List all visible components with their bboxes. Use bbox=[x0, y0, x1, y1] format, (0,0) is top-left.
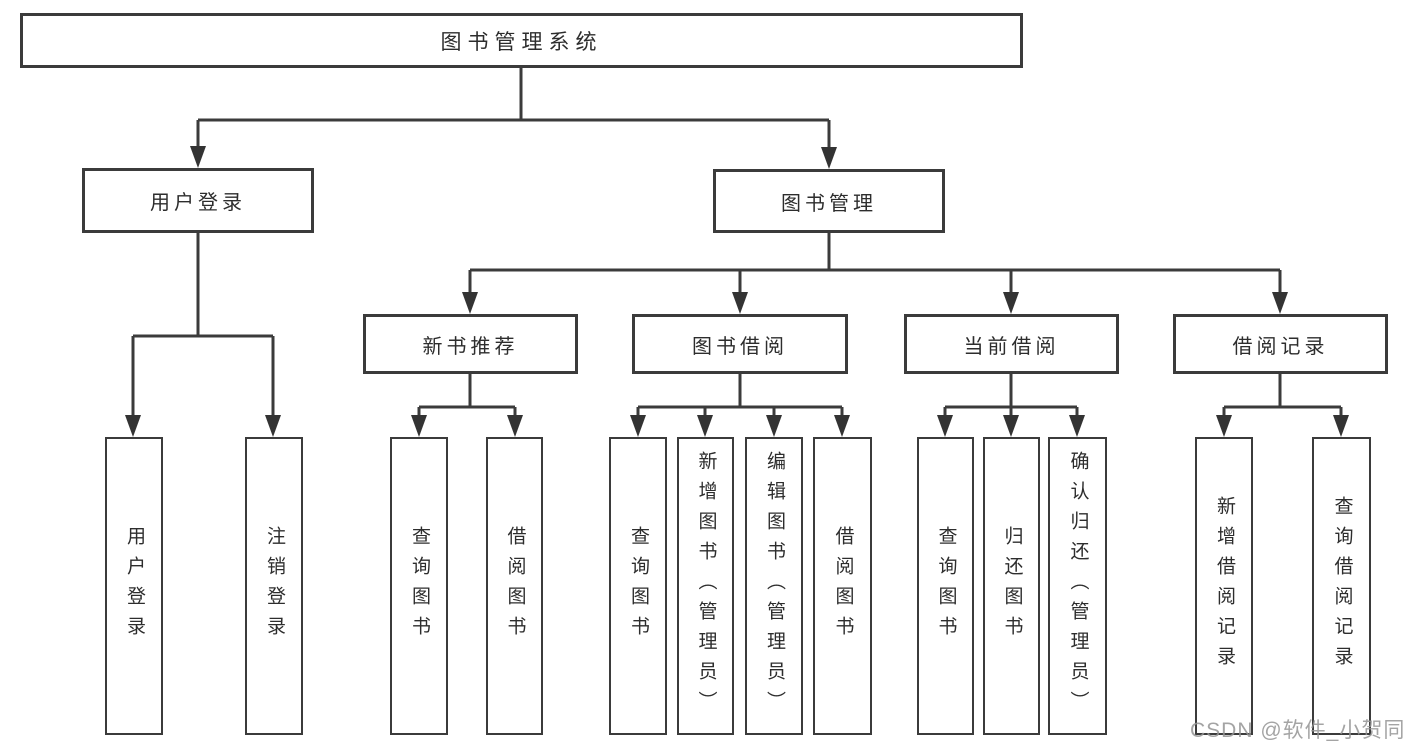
leaf-return-books: 归还图书 bbox=[983, 437, 1040, 735]
node-borrow-records: 借阅记录 bbox=[1173, 314, 1388, 374]
leaf-query-borrow-record: 查询借阅记录 bbox=[1312, 437, 1371, 735]
node-label: 借阅图书 bbox=[832, 526, 854, 646]
connector-user-login-branch bbox=[131, 233, 275, 416]
leaf-borrow-books-1: 借阅图书 bbox=[486, 437, 543, 735]
node-book-management: 图书管理 bbox=[713, 169, 945, 233]
node-label: 用户登录 bbox=[150, 192, 246, 214]
node-book-borrow: 图书借阅 bbox=[632, 314, 848, 374]
node-label: 查询借阅记录 bbox=[1331, 496, 1353, 676]
node-label: 查询图书 bbox=[627, 526, 649, 646]
node-user-login: 用户登录 bbox=[82, 168, 314, 233]
node-new-book-recommend: 新书推荐 bbox=[363, 314, 578, 374]
leaf-edit-books-admin: 编辑图书（管理员） bbox=[745, 437, 803, 735]
node-label: 归还图书 bbox=[1001, 526, 1023, 646]
node-label: 用户登录 bbox=[123, 526, 145, 646]
connector-root-to-level2 bbox=[196, 67, 831, 148]
connector-borrow-records bbox=[1222, 374, 1343, 416]
leaf-query-books-3: 查询图书 bbox=[917, 437, 974, 735]
leaf-borrow-books-2: 借阅图书 bbox=[813, 437, 872, 735]
connector-book-management-branch bbox=[468, 233, 1282, 293]
connector-new-book-recommend bbox=[417, 374, 517, 416]
leaf-query-books-2: 查询图书 bbox=[609, 437, 667, 735]
node-label: 新书推荐 bbox=[422, 335, 519, 358]
leaf-confirm-return-admin: 确认归还（管理员） bbox=[1048, 437, 1107, 735]
leaf-user-login: 用户登录 bbox=[105, 437, 163, 735]
node-label: 确认归还（管理员） bbox=[1067, 451, 1089, 721]
leaf-query-books-1: 查询图书 bbox=[390, 437, 448, 735]
node-label: 新增图书（管理员） bbox=[695, 451, 717, 721]
node-label: 编辑图书（管理员） bbox=[763, 451, 785, 721]
leaf-add-borrow-record: 新增借阅记录 bbox=[1195, 437, 1253, 735]
leaf-add-books-admin: 新增图书（管理员） bbox=[677, 437, 734, 735]
node-library-management-system: 图书管理系统 bbox=[20, 13, 1023, 68]
node-label: 注销登录 bbox=[263, 526, 285, 646]
connector-book-borrow bbox=[636, 374, 844, 416]
node-label: 查询图书 bbox=[408, 526, 430, 646]
node-label: 图书管理系统 bbox=[440, 30, 603, 54]
node-label: 借阅图书 bbox=[504, 526, 526, 646]
leaf-logout: 注销登录 bbox=[245, 437, 303, 735]
node-label: 查询图书 bbox=[935, 526, 957, 646]
node-label: 图书管理 bbox=[781, 192, 877, 215]
node-label: 借阅记录 bbox=[1232, 335, 1329, 358]
csdn-watermark: CSDN @软件_小贺同学 bbox=[1190, 719, 1405, 742]
node-label: 图书借阅 bbox=[692, 335, 788, 358]
node-label: 新增借阅记录 bbox=[1213, 496, 1235, 676]
connector-current-borrow bbox=[943, 374, 1079, 416]
node-label: 当前借阅 bbox=[963, 335, 1060, 358]
node-current-borrow: 当前借阅 bbox=[904, 314, 1119, 374]
arrowheads bbox=[125, 146, 1349, 437]
